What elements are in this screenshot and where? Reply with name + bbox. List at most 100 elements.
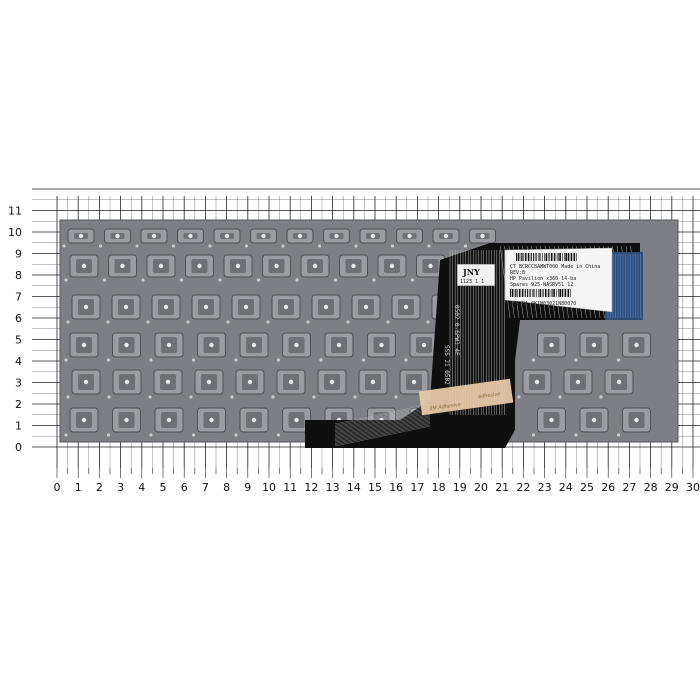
key-mount bbox=[319, 332, 354, 362]
x-tick-label: 0 bbox=[54, 481, 61, 494]
key-mount bbox=[146, 294, 181, 324]
key-mount bbox=[266, 294, 301, 324]
key-mount bbox=[463, 228, 496, 248]
key-mount bbox=[107, 369, 142, 399]
key-mount bbox=[226, 294, 261, 324]
barcode bbox=[516, 253, 577, 261]
y-tick-label: 10 bbox=[8, 226, 22, 239]
x-tick-label: 17 bbox=[410, 481, 424, 494]
x-tick-label: 1 bbox=[75, 481, 82, 494]
key-mount bbox=[141, 254, 176, 282]
key-mount bbox=[149, 407, 184, 437]
x-tick-label: 11 bbox=[283, 481, 297, 494]
key-mount bbox=[106, 294, 141, 324]
key-mount bbox=[394, 369, 429, 399]
x-tick-label: 10 bbox=[262, 481, 276, 494]
key-mount bbox=[390, 228, 423, 248]
y-tick-label: 2 bbox=[15, 398, 22, 411]
key-mount bbox=[106, 407, 141, 437]
x-tick-label: 13 bbox=[326, 481, 340, 494]
y-tick-label: 3 bbox=[15, 377, 22, 390]
key-mount bbox=[361, 332, 396, 362]
key-mount bbox=[295, 254, 330, 282]
key-mount bbox=[276, 332, 311, 362]
key-mount bbox=[531, 407, 566, 437]
y-tick-label: 6 bbox=[15, 312, 22, 325]
y-tick-label: 7 bbox=[15, 291, 22, 304]
y-tick-label: 11 bbox=[8, 205, 22, 218]
key-mount bbox=[256, 254, 291, 282]
key-mount bbox=[404, 332, 439, 362]
key-mount bbox=[230, 369, 265, 399]
x-tick-label: 12 bbox=[304, 481, 318, 494]
x-tick-label: 7 bbox=[202, 481, 209, 494]
x-tick-label: 27 bbox=[622, 481, 636, 494]
key-mount bbox=[106, 332, 141, 362]
key-mount bbox=[66, 369, 101, 399]
key-mount bbox=[135, 228, 168, 248]
x-tick-label: 15 bbox=[368, 481, 382, 494]
key-mount bbox=[317, 228, 350, 248]
x-tick-label: 4 bbox=[138, 481, 145, 494]
part-label: CT BCRCC8AMWT00O Made in China REV:B HP … bbox=[504, 247, 613, 313]
brand-code: 1123 1 1 bbox=[460, 279, 484, 285]
x-tick-label: 26 bbox=[601, 481, 615, 494]
x-tick-label: 16 bbox=[389, 481, 403, 494]
tape-text-1: 3M Adhesive bbox=[429, 402, 461, 412]
key-mount bbox=[517, 369, 552, 399]
y-tick-label: 9 bbox=[15, 248, 22, 261]
brand-name: JNY bbox=[462, 267, 480, 277]
brand-sticker: JNY 1123 1 1 bbox=[456, 263, 496, 287]
key-mount bbox=[574, 407, 609, 437]
key-mount bbox=[98, 228, 131, 248]
key-mount bbox=[372, 254, 407, 282]
key-mount bbox=[386, 294, 421, 324]
key-mount bbox=[271, 369, 306, 399]
x-tick-label: 21 bbox=[495, 481, 509, 494]
key-mount bbox=[102, 254, 137, 282]
key-mount bbox=[354, 228, 387, 248]
x-tick-label: 23 bbox=[538, 481, 552, 494]
key-mount bbox=[427, 228, 460, 248]
key-mount bbox=[191, 332, 226, 362]
y-tick-label: 1 bbox=[15, 420, 22, 433]
key-mount bbox=[234, 407, 269, 437]
key-mount bbox=[616, 332, 651, 362]
key-mount bbox=[179, 254, 214, 282]
key-mount bbox=[410, 254, 445, 282]
key-mount bbox=[66, 294, 101, 324]
x-tick-label: 20 bbox=[474, 481, 488, 494]
key-mount bbox=[616, 407, 651, 437]
key-mount bbox=[312, 369, 347, 399]
key-mount bbox=[189, 369, 224, 399]
x-tick-label: 8 bbox=[223, 481, 230, 494]
cable-print-1: 0502 0-6PW3 4E bbox=[453, 305, 460, 356]
x-tick-label: 18 bbox=[432, 481, 446, 494]
key-mount bbox=[218, 254, 253, 282]
x-tick-label: 6 bbox=[181, 481, 188, 494]
key-mount bbox=[281, 228, 314, 248]
key-mount bbox=[149, 332, 184, 362]
key-mount bbox=[64, 254, 99, 282]
x-tick-label: 22 bbox=[516, 481, 530, 494]
x-tick-label: 25 bbox=[580, 481, 594, 494]
y-tick-label: 0 bbox=[15, 441, 22, 454]
x-tick-label: 19 bbox=[453, 481, 467, 494]
key-mount bbox=[64, 407, 99, 437]
adhesive-tape: 3M Adhesive adhesive bbox=[418, 378, 514, 416]
key-mount bbox=[306, 294, 341, 324]
label-line-4: Spares 925-NASRV51 12 bbox=[510, 282, 573, 288]
key-mount bbox=[64, 332, 99, 362]
key-mount bbox=[353, 369, 388, 399]
y-tick-label: 5 bbox=[15, 334, 22, 347]
key-mount bbox=[62, 228, 95, 248]
key-mount bbox=[234, 332, 269, 362]
y-tick-label: 4 bbox=[15, 355, 22, 368]
label-line-2: REV:B bbox=[510, 270, 525, 276]
key-mount bbox=[191, 407, 226, 437]
x-tick-label: 30 bbox=[686, 481, 700, 494]
x-tick-label: 3 bbox=[117, 481, 124, 494]
y-tick-label: 8 bbox=[15, 269, 22, 282]
